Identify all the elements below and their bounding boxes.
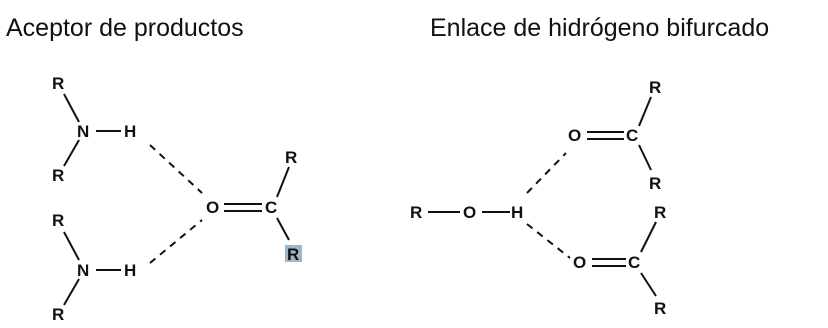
bond-lower-c-r-bottom [640,272,657,297]
atom-o-upper: O [568,126,581,145]
bond-r-n-upper-top [63,93,80,123]
atom-h-alcohol: H [511,203,523,222]
highlight-box [285,245,302,262]
atom-r-left-3: R [52,211,64,230]
atom-r-alcohol: R [410,203,422,222]
atom-r-left-4: R [52,305,64,324]
atom-c-carbonyl: C [265,198,277,217]
bond-r-n-lower-bottom [63,278,80,306]
hbond-upper-right [526,152,567,194]
atom-n-left-lower: N [77,261,89,280]
title-product-acceptor: Aceptor de productos [6,14,244,42]
bond-upper-c-r-top [638,96,652,127]
atom-o-carbonyl: O [206,198,219,217]
title-bifurcated-hbond: Enlace de hidrógeno bifurcado [430,14,770,42]
atom-r-carbonyl-bottom-highlighted: R [287,245,299,264]
bond-r-n-upper-bottom [63,139,80,167]
atom-r-upper-bottom: R [649,174,661,193]
atom-n-left-upper: N [77,122,89,141]
atom-h-left-upper: H [124,122,136,141]
hbond-upper [149,144,203,194]
atom-r-left-1: R [52,74,64,93]
hbond-lower-right [526,223,571,259]
atom-o-alcohol: O [463,203,476,222]
atom-h-left-lower: H [124,261,136,280]
bond-r-n-lower-top [63,231,80,261]
bond-upper-c-r-bottom [638,144,652,171]
bond-c-r-top [276,166,290,198]
atom-r-upper-top: R [649,78,661,97]
atom-r-lower-top: R [654,203,666,222]
atom-c-lower: C [628,253,640,272]
atom-r-left-2: R [52,166,64,185]
bond-c-r-bottom [276,217,290,241]
hbond-lower [149,219,203,264]
atom-r-lower-bottom: R [654,299,666,318]
bond-lower-c-r-top [640,221,657,253]
atom-c-upper: C [626,126,638,145]
left-diagram: R N H R R N H R O C R R [52,74,302,324]
right-diagram: R O H O C R R O C R R [410,78,666,318]
atom-r-carbonyl-top: R [285,148,297,167]
atom-o-lower: O [573,253,586,272]
